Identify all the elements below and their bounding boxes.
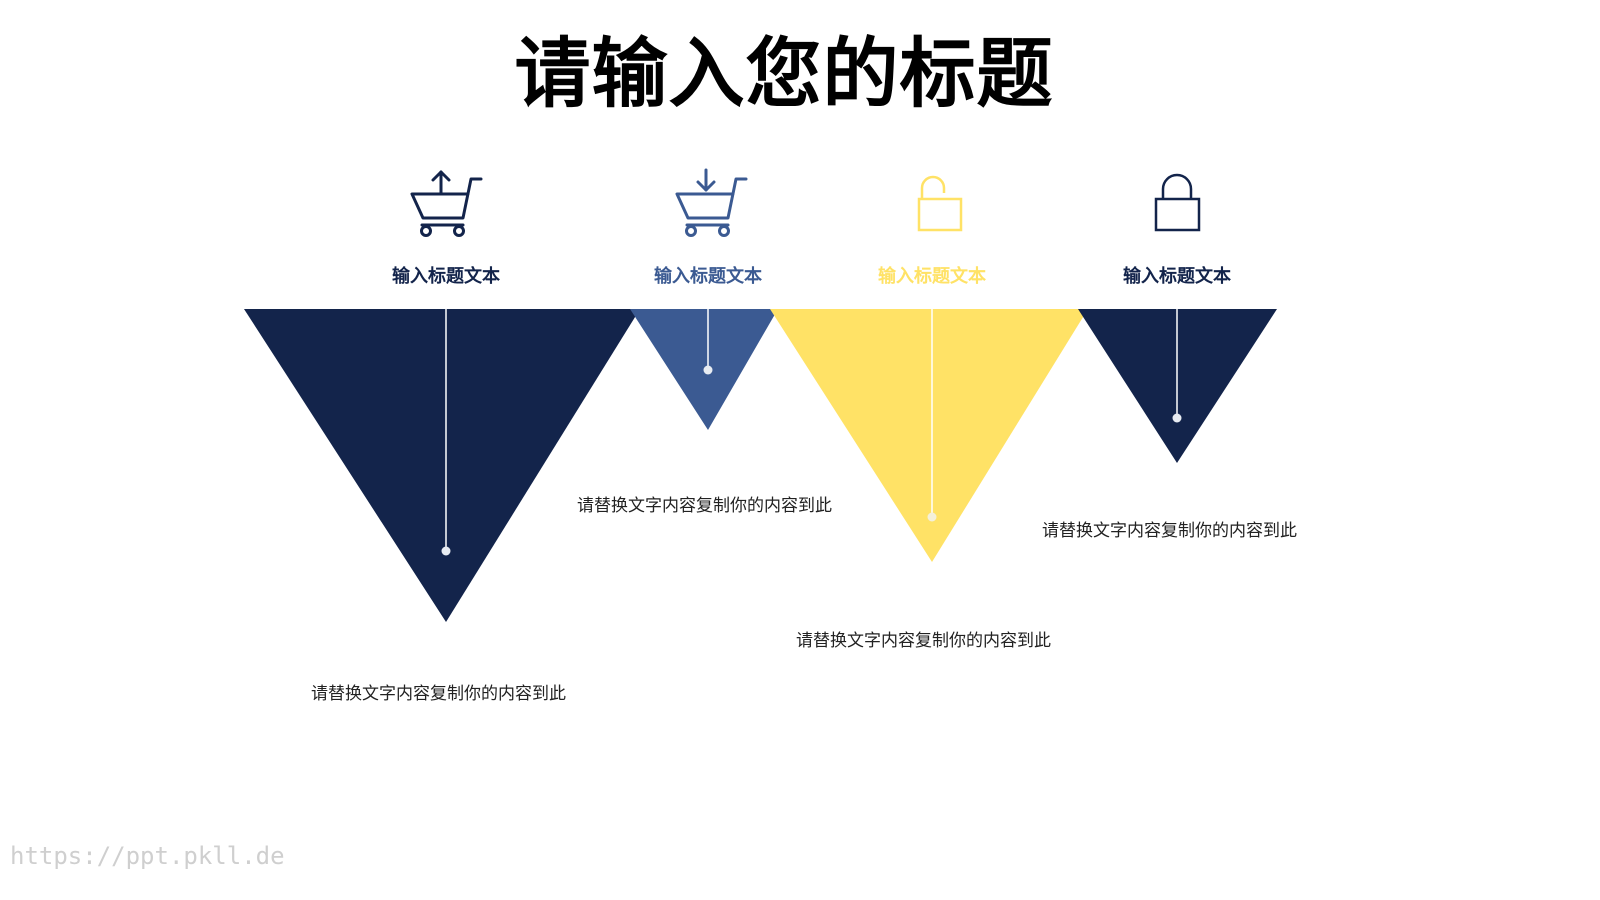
connector-dot-3 bbox=[927, 512, 937, 522]
connector-dot-2 bbox=[703, 365, 713, 375]
triangle-1 bbox=[244, 309, 640, 622]
connector-dot-1 bbox=[441, 546, 451, 556]
lock-closed-icon bbox=[1154, 173, 1201, 232]
item-1-description: 请替换文字内容复制你的内容到此 bbox=[311, 684, 566, 704]
page-title: 请输入您的标题 bbox=[514, 29, 1054, 118]
item-4-title: 输入标题文本 bbox=[1123, 266, 1231, 287]
item-3-title: 输入标题文本 bbox=[878, 266, 986, 287]
connector-dot-4 bbox=[1172, 413, 1182, 423]
item-2-title: 输入标题文本 bbox=[654, 266, 762, 287]
item-2-description: 请替换文字内容复制你的内容到此 bbox=[577, 496, 832, 516]
watermark: https://ppt.pkll.de bbox=[10, 842, 285, 870]
cart-upload-icon bbox=[410, 170, 483, 237]
item-1-title: 输入标题文本 bbox=[392, 266, 500, 287]
item-3-description: 请替换文字内容复制你的内容到此 bbox=[796, 631, 1051, 651]
lock-open-icon bbox=[917, 175, 963, 232]
triangle-3 bbox=[770, 309, 1088, 562]
cart-download-icon bbox=[675, 168, 748, 237]
item-4-description: 请替换文字内容复制你的内容到此 bbox=[1042, 521, 1297, 541]
